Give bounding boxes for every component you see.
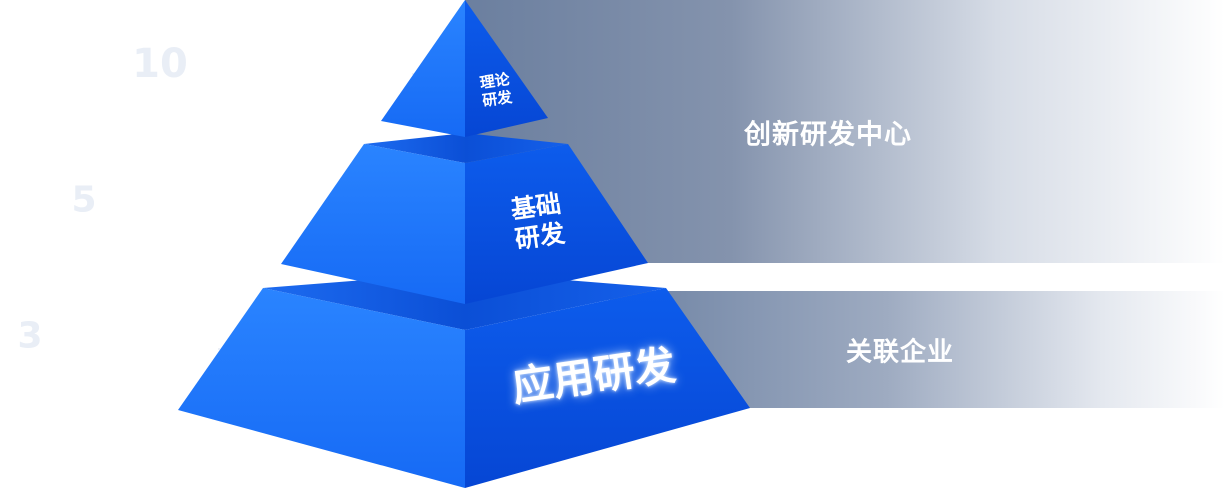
tier-middle-ledge (364, 133, 568, 163)
tier-middle-right-face (465, 144, 648, 304)
side-number-middle: 5 (71, 179, 97, 221)
tier-middle-label: 基础 研发 (496, 187, 580, 257)
upper-band-label: 创新研发中心 (744, 119, 912, 151)
tier-top-right-face (465, 0, 548, 137)
tier-middle-left-face (281, 144, 465, 304)
tier-top-left-face (381, 0, 465, 137)
tier-bottom-right-face (465, 288, 750, 488)
side-number-bottom: 3 (17, 315, 43, 357)
tier-middle (281, 133, 648, 304)
tier-top-label: 理论 研发 (472, 69, 521, 111)
side-number-top: 10 (132, 41, 188, 87)
lower-band-label: 关联企业 (845, 337, 955, 368)
tier-bottom-left-face (178, 288, 465, 488)
tier-top (381, 0, 548, 137)
